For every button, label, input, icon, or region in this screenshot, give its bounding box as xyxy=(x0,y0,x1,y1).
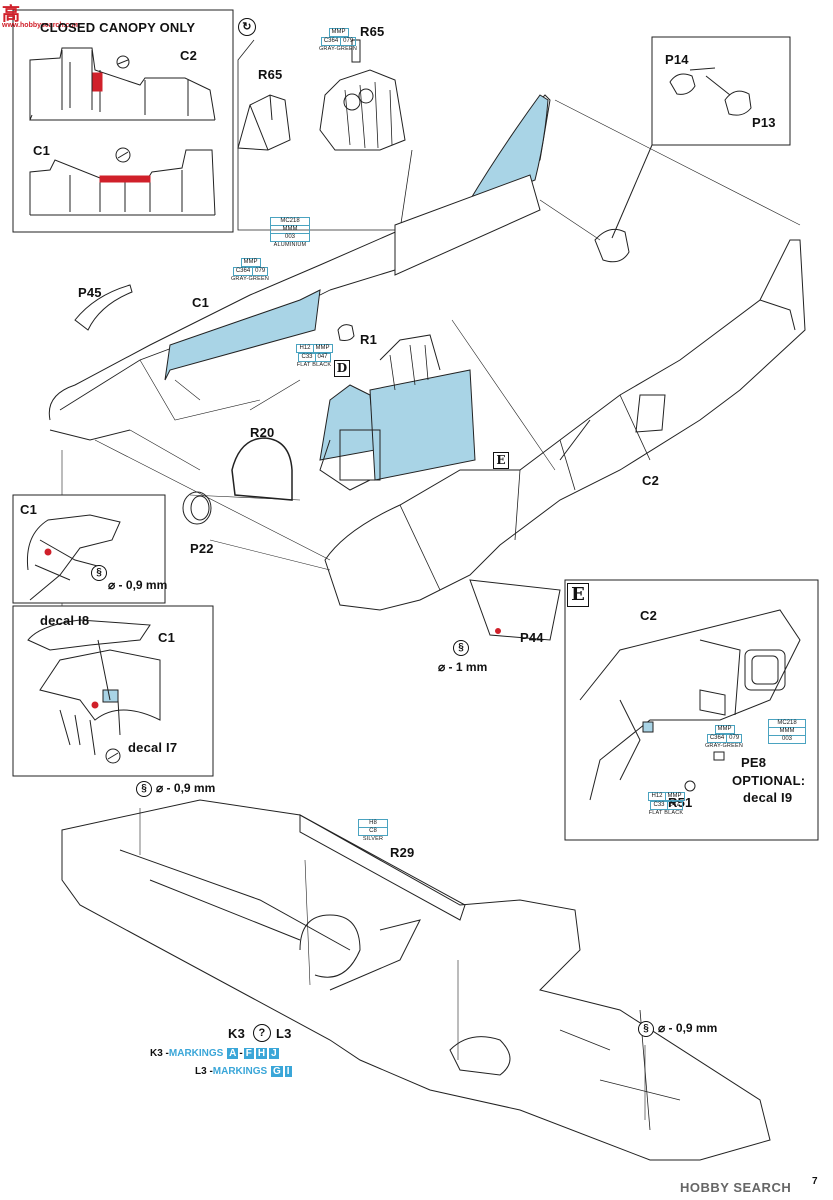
part-r20: R20 xyxy=(250,425,275,440)
page-number: 7 xyxy=(812,1176,818,1187)
part-c1-fuselage: C1 xyxy=(192,295,210,310)
c1-drill-inset xyxy=(12,494,166,604)
part-r65-right: R65 xyxy=(360,24,385,39)
decal-i9-label: decal I9 xyxy=(743,790,793,805)
marking-tag: A xyxy=(227,1048,239,1059)
closed-canopy-inset xyxy=(12,9,234,233)
decal-i8-label: decal I8 xyxy=(40,613,90,628)
drill-size-wing-right: ⌀ - 0,9 mm xyxy=(658,1021,718,1035)
assembly-marker-e: E xyxy=(493,452,509,469)
part-r51: R51 xyxy=(668,795,693,810)
marking-tag: F xyxy=(243,1048,254,1059)
part-p22: P22 xyxy=(190,541,214,556)
hobbysearch-watermark-logo: 高 xyxy=(2,4,20,25)
part-c2-fuselage: C2 xyxy=(642,473,660,488)
drill-icon: § xyxy=(638,1021,654,1037)
part-p45: P45 xyxy=(78,285,102,300)
decal-i7-label: decal I7 xyxy=(128,740,178,755)
k3-markings-row: K3 - MARKINGS A - F H J xyxy=(150,1048,279,1059)
marking-tag: J xyxy=(269,1048,279,1059)
part-c2-detail-e: C2 xyxy=(640,608,658,623)
part-r29: R29 xyxy=(390,845,415,860)
option-l3: L3 xyxy=(276,1026,292,1041)
marking-tag: H xyxy=(255,1048,268,1059)
part-c2-top: C2 xyxy=(180,48,198,63)
drill-icon: § xyxy=(453,640,469,656)
part-r65-left: R65 xyxy=(258,67,283,82)
part-c1-decal-detail: C1 xyxy=(158,630,176,645)
part-p13: P13 xyxy=(752,115,776,130)
e-detail-inset xyxy=(564,579,819,841)
step-arrow-icon: ↻ xyxy=(238,18,256,36)
part-pe8: PE8 xyxy=(741,755,767,770)
marking-tag: I xyxy=(284,1066,292,1077)
option-question-icon: ? xyxy=(253,1024,271,1042)
part-c1-drill-detail: C1 xyxy=(20,502,38,517)
part-p14: P14 xyxy=(665,52,689,67)
assembly-marker-d: D xyxy=(334,360,350,377)
drill-size-wing-left: ⌀ - 0,9 mm xyxy=(156,781,216,795)
hobbysearch-footer-logo: HOBBY SEARCH xyxy=(680,1180,792,1195)
part-p44: P44 xyxy=(520,630,544,645)
part-r1: R1 xyxy=(360,332,378,347)
hobbysearch-watermark-url: www.hobbysearch.com xyxy=(2,22,80,29)
closed-canopy-title: CLOSED CANOPY ONLY xyxy=(40,20,196,35)
optional-label: OPTIONAL: xyxy=(732,773,806,788)
drill-icon: § xyxy=(91,565,107,581)
detail-e-box-marker: E xyxy=(567,583,589,607)
drill-size-p44: ⌀ - 1 mm xyxy=(438,660,488,674)
drill-size-c1: ⌀ - 0,9 mm xyxy=(108,578,168,592)
marking-tag: G xyxy=(271,1066,283,1077)
drill-icon: § xyxy=(136,781,152,797)
l3-markings-row: L3 - MARKINGS G I xyxy=(195,1066,292,1077)
part-c1-top: C1 xyxy=(33,143,51,158)
option-k3: K3 xyxy=(228,1026,246,1041)
